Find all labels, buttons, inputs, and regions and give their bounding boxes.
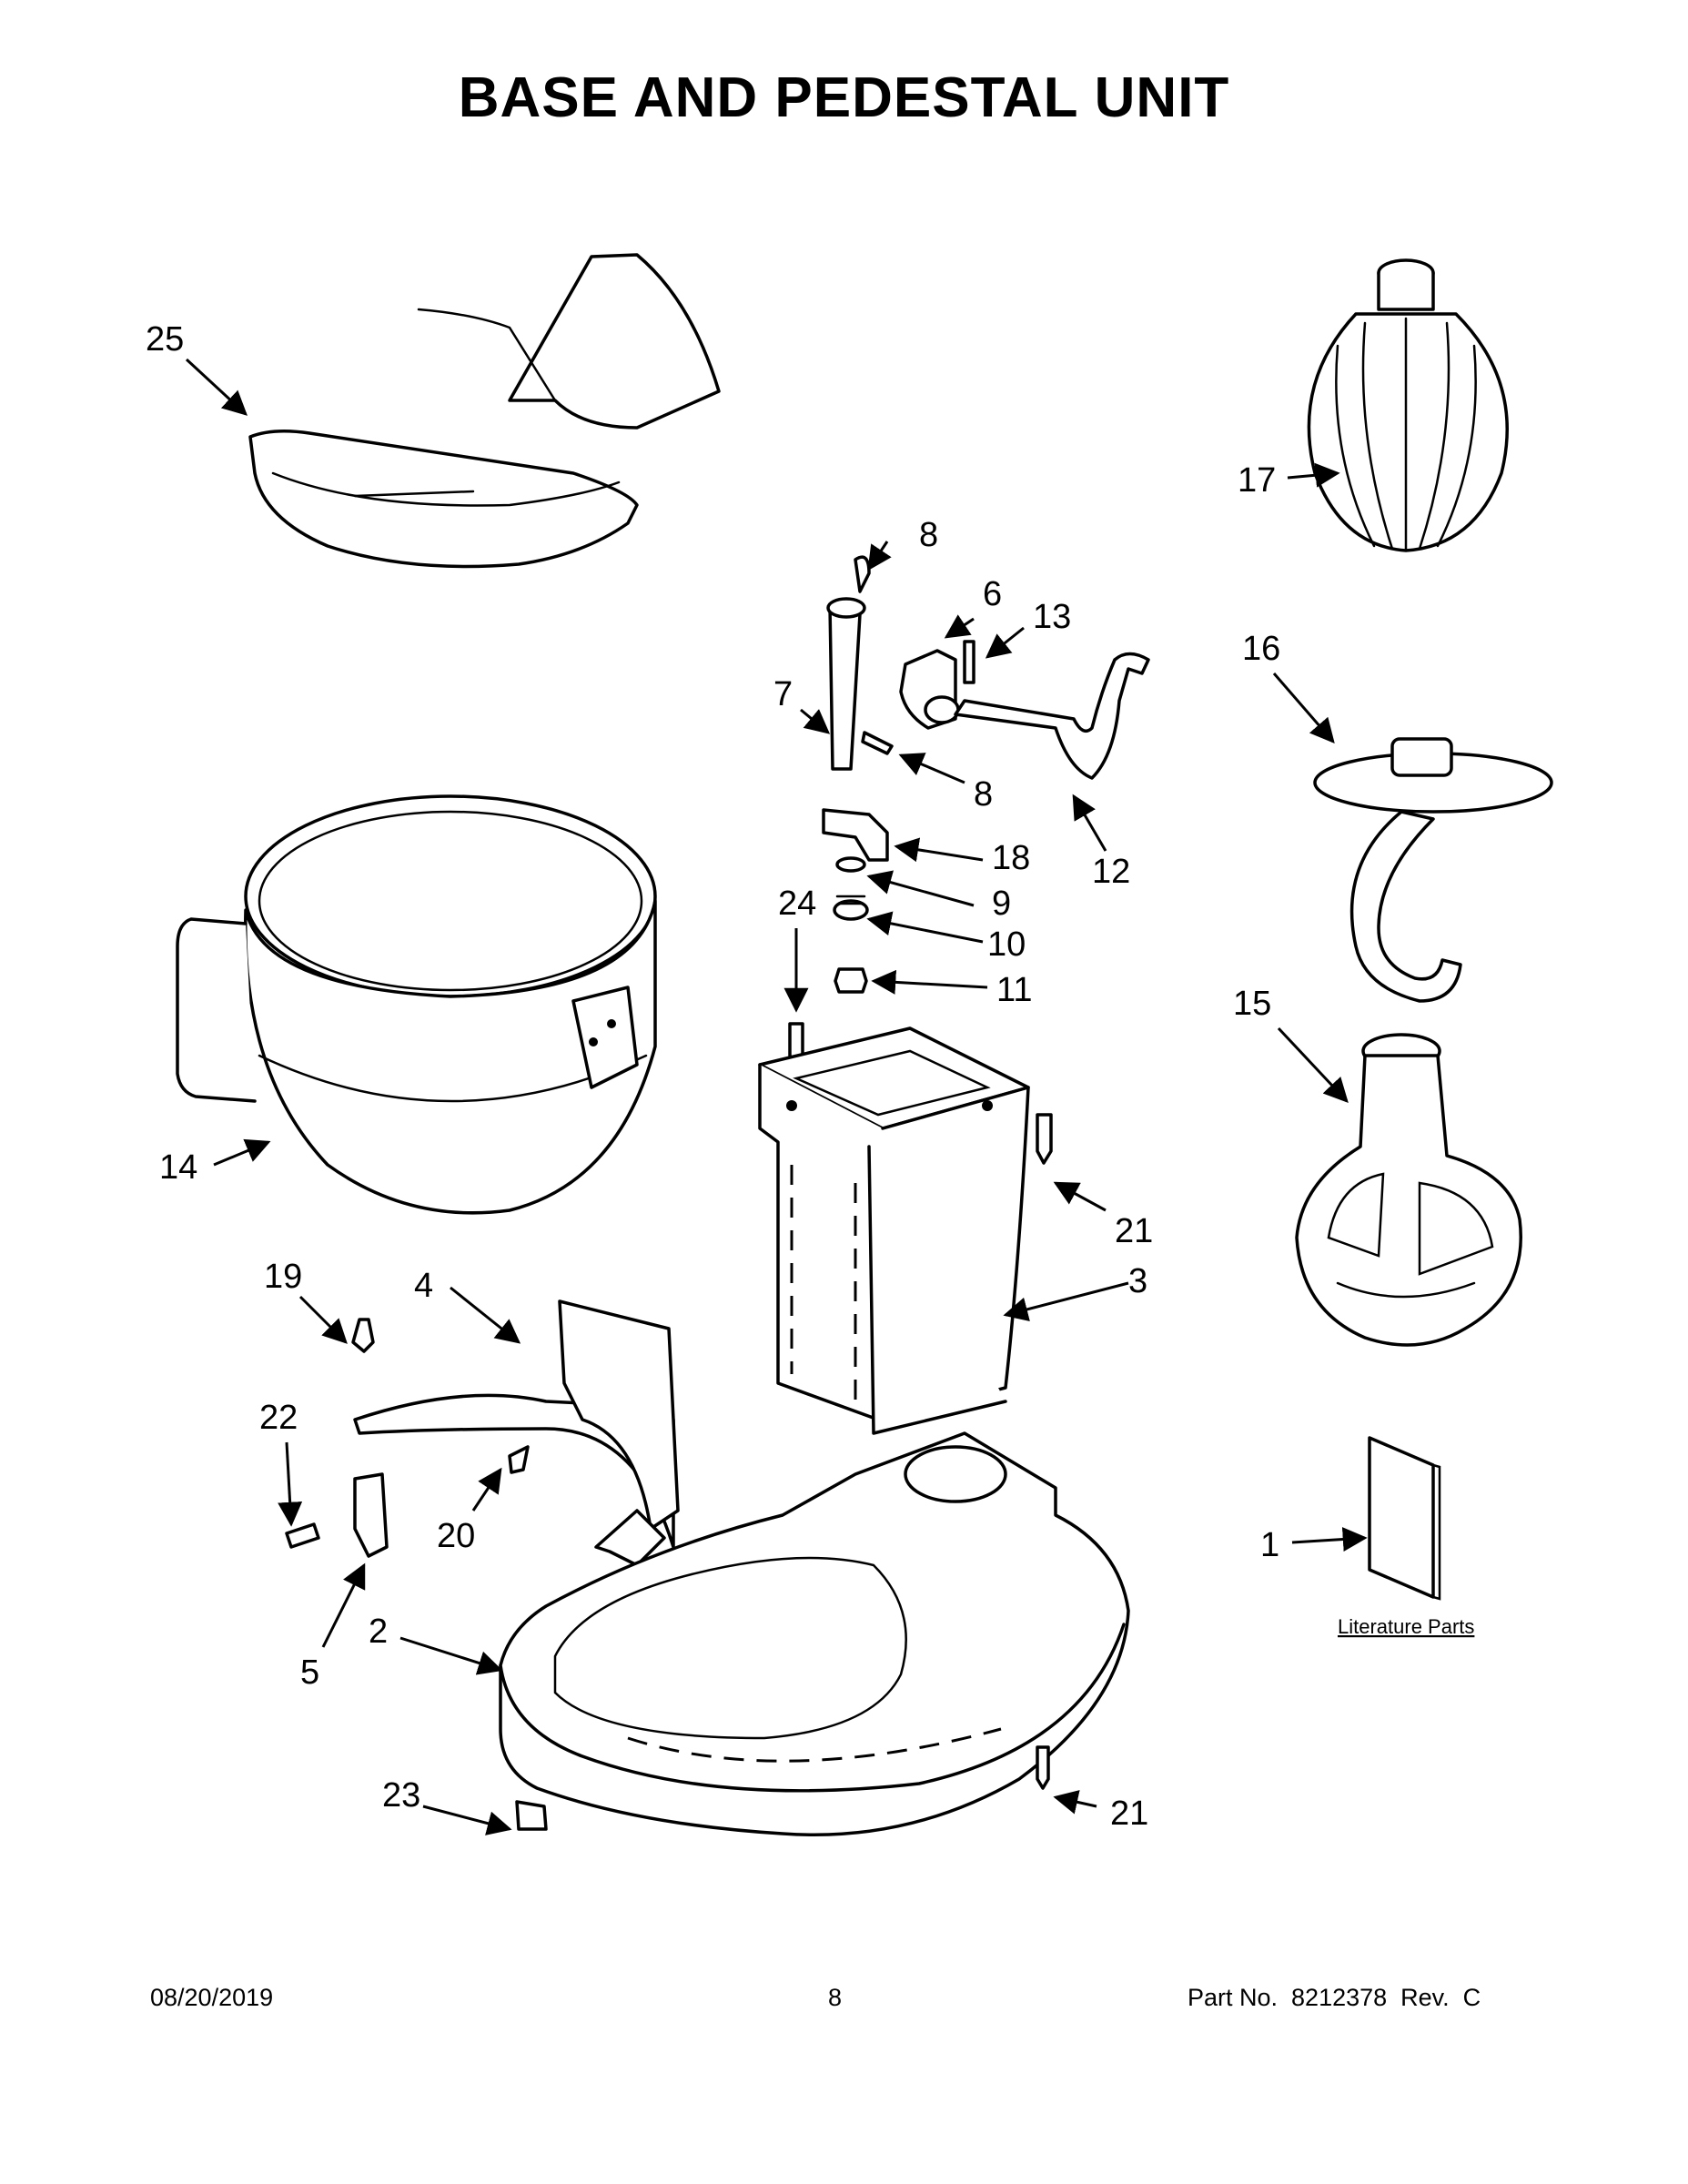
small-hardware-group (788, 808, 889, 1067)
mixing-bowl-part (176, 794, 657, 1215)
callout-12: 12 (1092, 853, 1130, 891)
callout-arrows (185, 358, 1368, 1835)
literature-part: Literature Parts (1338, 1436, 1474, 1638)
callout-21-top: 21 (1115, 1212, 1153, 1250)
callout-23: 23 (382, 1776, 420, 1815)
callout-15: 15 (1233, 985, 1271, 1023)
pouring-shield-part (248, 253, 721, 569)
pedestal-column-part (758, 1026, 1053, 1435)
footer-page-number: 8 (828, 1984, 843, 2011)
callout-22: 22 (259, 1399, 298, 1437)
callout-9: 9 (992, 885, 1011, 923)
callout-6: 6 (983, 575, 1002, 613)
callout-8-bottom: 8 (974, 775, 993, 814)
footer-part-number: Part No. 8212378 Rev. C (1188, 1984, 1481, 2011)
callout-4: 4 (414, 1267, 433, 1305)
base-part (499, 1431, 1130, 1836)
bowl-support-part (351, 1299, 680, 1567)
callout-21-bottom: 21 (1110, 1795, 1148, 1833)
callout-24: 24 (778, 885, 816, 923)
callout-5: 5 (300, 1653, 319, 1692)
callout-13: 13 (1033, 598, 1071, 636)
lock-rod-assembly (826, 555, 1150, 780)
callout-7: 7 (773, 675, 793, 713)
callout-2: 2 (369, 1613, 388, 1651)
callout-25: 25 (146, 320, 184, 359)
wire-whip-part (1307, 258, 1509, 552)
callout-18: 18 (992, 839, 1030, 877)
dough-hook-part (1313, 737, 1553, 1003)
literature-parts-label: Literature Parts (1338, 1615, 1474, 1638)
callout-20: 20 (437, 1517, 475, 1555)
callout-10: 10 (987, 925, 1026, 964)
page-title: BASE AND PEDESTAL UNIT (458, 66, 1230, 129)
callout-14: 14 (159, 1148, 197, 1187)
flat-beater-part (1295, 1033, 1522, 1347)
callout-11: 11 (996, 971, 1032, 1009)
callout-labels: 25 17 8 6 13 7 8 12 18 9 10 11 24 16 15 … (146, 320, 1280, 1833)
callout-1: 1 (1260, 1526, 1279, 1564)
callout-16: 16 (1242, 630, 1280, 668)
callout-3: 3 (1128, 1262, 1147, 1300)
callout-19: 19 (264, 1258, 302, 1296)
bracket-part (285, 1472, 389, 1558)
callout-17: 17 (1238, 461, 1276, 500)
callout-8-top: 8 (919, 516, 938, 554)
footer-date: 08/20/2019 (150, 1984, 274, 2011)
